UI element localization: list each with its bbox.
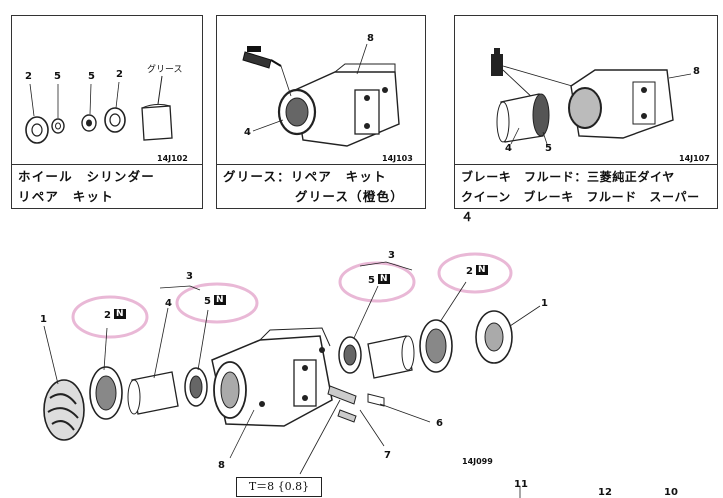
label-2-right: 2 — [466, 266, 473, 277]
torque-spec-box: T＝8 {0.8} — [236, 477, 322, 497]
label-5-left: 5 — [204, 296, 211, 307]
highlight-ellipse-2-right — [437, 252, 513, 294]
caption-line-1: グリース：リペア キット — [223, 169, 387, 184]
panel-caption: グリース：リペア キット グリース（橙色） — [217, 164, 425, 208]
part-label-2b: 2 — [116, 69, 123, 80]
caption-line-2: グリース（橙色） — [295, 189, 404, 204]
label-1-right: 1 — [541, 298, 548, 309]
label-5-right: 5 — [368, 275, 375, 286]
grease-label: グリース — [147, 65, 183, 75]
label-12: 12 — [598, 487, 612, 498]
part-label-5: 5 — [545, 143, 552, 154]
label-10: 10 — [664, 487, 678, 498]
label-6: 6 — [436, 418, 443, 429]
figure-ref: 14J103 — [382, 154, 413, 163]
label-1-left: 1 — [40, 314, 47, 325]
panel-caption: ブレーキ フルード：三菱純正ダイヤ クイーン ブレーキ フルード スーパー４ — [455, 164, 717, 224]
caption-line-1: ブレーキ フルード：三菱純正ダイヤ — [461, 170, 675, 184]
figure-ref: 14J107 — [679, 154, 710, 163]
new-part-marker: N — [114, 309, 126, 319]
new-part-marker: N — [378, 274, 390, 284]
new-part-marker: N — [214, 295, 226, 305]
caption-line-2: クイーン ブレーキ フルード スーパー４ — [461, 190, 700, 224]
label-11: 11 — [514, 479, 528, 490]
panel-brake-fluid: 8 4 5 14J107 ブレーキ フルード：三菱純正ダイヤ クイーン ブレーキ… — [454, 15, 718, 224]
caption-line-2: リペア キット — [18, 189, 114, 204]
panel-caption: ホイール シリンダー リペア キット — [12, 164, 202, 208]
part-label-2a: 2 — [25, 71, 32, 82]
caption-line-1: ホイール シリンダー — [18, 169, 156, 184]
label-2-left: 2 — [104, 310, 111, 321]
repair-kit-parts-illustration — [25, 75, 173, 144]
highlight-ellipse-5-right — [338, 261, 416, 303]
brake-fluid-illustration — [491, 48, 692, 145]
new-part-marker: N — [476, 265, 488, 275]
highlight-ellipse-5-left — [175, 282, 259, 324]
part-label-5a: 5 — [54, 71, 61, 82]
label-3-right: 3 — [388, 250, 395, 261]
grease-application-illustration — [242, 43, 400, 147]
part-label-5b: 5 — [88, 71, 95, 82]
label-7: 7 — [384, 450, 391, 461]
figure-ref-main: 14J099 — [462, 457, 493, 466]
label-8: 8 — [218, 460, 225, 471]
label-4-left: 4 — [165, 298, 172, 309]
part-label-4: 4 — [244, 127, 251, 138]
part-label-8: 8 — [367, 33, 374, 44]
part-label-8: 8 — [693, 66, 700, 77]
panel-wheel-cylinder-repair-kit: 2 5 5 2 グリース 14J102 ホイール シリンダー リペア キット — [11, 15, 203, 209]
highlight-ellipse-2-left — [71, 295, 149, 339]
part-label-4: 4 — [505, 143, 512, 154]
figure-ref: 14J102 — [157, 154, 188, 163]
panel-grease: 8 4 14J103 グリース：リペア キット グリース（橙色） — [216, 15, 426, 209]
label-3-left: 3 — [186, 271, 193, 282]
